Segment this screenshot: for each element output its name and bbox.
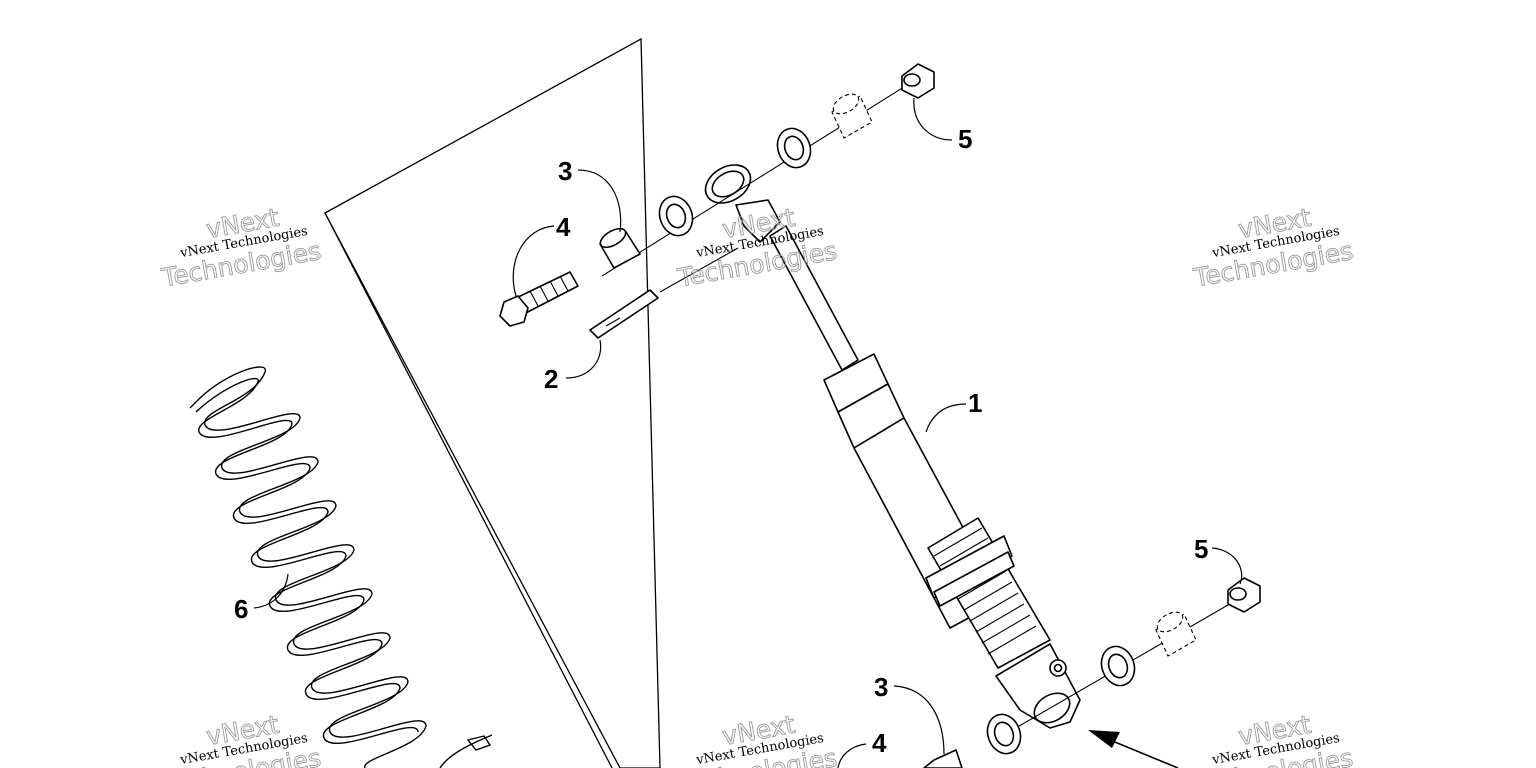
watermark-6: vNext vNext Technologies Technologies <box>1190 709 1355 768</box>
shock-absorber <box>704 164 1081 729</box>
callout-5-upper: 5 <box>958 124 972 154</box>
callout-3-upper: 3 <box>558 156 572 186</box>
watermark-1: vNext vNext Technologies Technologies <box>158 202 323 293</box>
leader-4-upper <box>512 225 555 297</box>
spacer-lower-right <box>1100 645 1136 687</box>
callout-4-lower: 4 <box>872 728 887 758</box>
nut-upper <box>901 63 935 99</box>
nut-lower <box>1227 577 1261 613</box>
bolt-upper <box>499 271 579 327</box>
callout-5-lower: 5 <box>1194 534 1208 564</box>
watermark-4: vNext vNext Technologies Technologies <box>158 709 323 768</box>
frame-panel-edge <box>324 212 613 768</box>
sleeve-lower-dashed <box>1155 611 1197 657</box>
callout-3-lower: 3 <box>874 672 888 702</box>
spacer-upper-left <box>658 195 694 237</box>
leader-6 <box>253 573 289 609</box>
spacer-upper-right <box>776 127 812 169</box>
leader-2 <box>565 339 602 379</box>
coil-spring <box>189 366 493 768</box>
leader-1 <box>925 403 967 433</box>
bushing-upper <box>599 227 641 269</box>
direction-arrow <box>1088 730 1179 768</box>
watermark-5: vNext vNext Technologies Technologies <box>674 709 839 768</box>
leader-3-upper <box>577 169 622 233</box>
watermark-3: vNext vNext Technologies Technologies <box>1190 202 1355 293</box>
callout-6: 6 <box>234 594 248 624</box>
bushing-lower <box>923 749 963 768</box>
leader-4-lower <box>837 743 867 768</box>
frame-panel <box>324 37 661 768</box>
callout-1: 1 <box>968 388 982 418</box>
pin-axis-line <box>659 247 739 293</box>
leader-5-lower <box>1211 547 1243 585</box>
sleeve-upper-dashed <box>831 93 873 139</box>
spacer-lower-left <box>986 713 1022 755</box>
leader-3-lower <box>893 685 945 755</box>
callout-2: 2 <box>544 364 558 394</box>
callout-4-upper: 4 <box>556 212 571 242</box>
spring-pin <box>589 289 659 339</box>
leader-5-upper <box>913 97 953 141</box>
